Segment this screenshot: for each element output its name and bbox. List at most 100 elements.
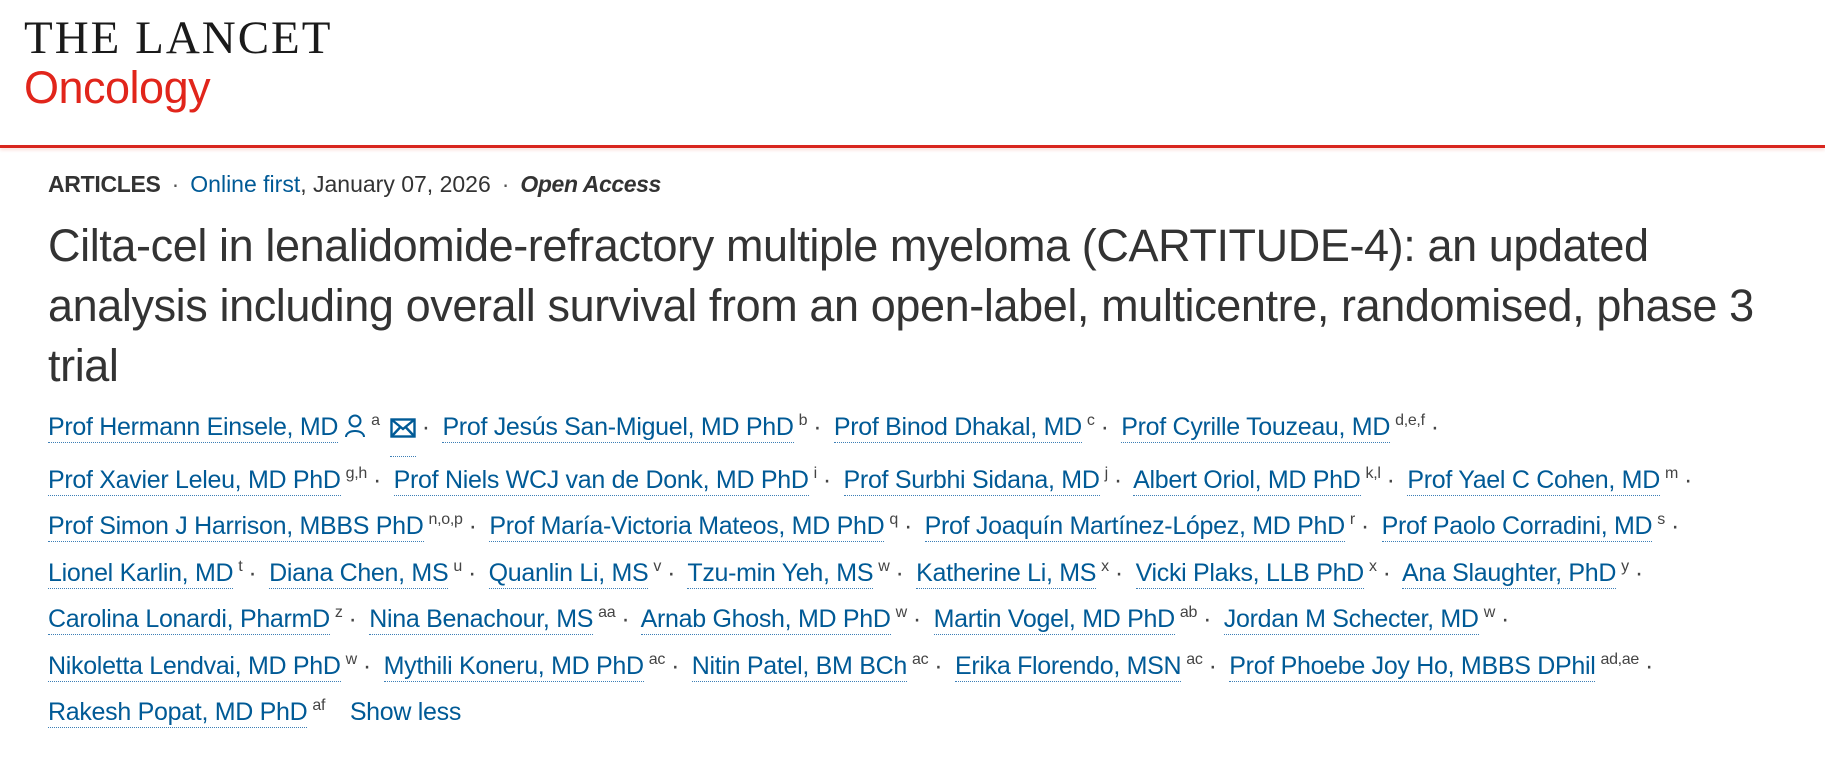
- affiliation-marker[interactable]: x: [1101, 557, 1109, 575]
- author-separator: ·: [348, 605, 357, 633]
- author-name-link[interactable]: Prof Surbhi Sidana, MD: [843, 465, 1100, 496]
- affiliation-marker[interactable]: w: [878, 557, 890, 575]
- affiliation-marker[interactable]: d,e,f: [1395, 412, 1425, 429]
- affiliation-marker[interactable]: ac: [1186, 650, 1203, 668]
- author-name-link[interactable]: Lionel Karlin, MD: [48, 558, 234, 589]
- affiliation-marker[interactable]: r: [1349, 511, 1355, 528]
- article-meta: ARTICLES·Online first, January 07, 2026·…: [48, 166, 1788, 202]
- site-header: THE LANCET Oncology: [0, 0, 1825, 146]
- author-name-link[interactable]: Diana Chen, MS: [269, 558, 449, 589]
- affiliation-marker[interactable]: m: [1664, 464, 1678, 482]
- author-separator: ·: [671, 651, 680, 680]
- author-name-link[interactable]: Mythili Koneru, MD PhD: [383, 651, 644, 682]
- affiliation-marker[interactable]: w: [895, 604, 908, 621]
- affiliation-marker[interactable]: k,l: [1365, 464, 1381, 482]
- journal-logo[interactable]: THE LANCET: [24, 12, 333, 64]
- author-separator: ·: [822, 465, 831, 494]
- author-name-link[interactable]: Vicki Plaks, LLB PhD: [1135, 558, 1364, 589]
- author-name-link[interactable]: Prof María-Victoria Mateos, MD PhD: [489, 512, 885, 542]
- author-name-link[interactable]: Nitin Patel, BM BCh: [691, 651, 907, 682]
- author-name-link[interactable]: Tzu-min Yeh, MS: [687, 558, 874, 589]
- author-name-link[interactable]: Katherine Li, MS: [916, 558, 1097, 589]
- author-separator: ·: [372, 465, 381, 494]
- author-name-link[interactable]: Prof Hermann Einsele, MD: [48, 413, 339, 443]
- author-name-link[interactable]: Prof Yael C Cohen, MD: [1407, 465, 1660, 496]
- author-name-link[interactable]: Prof Paolo Corradini, MD: [1381, 512, 1653, 542]
- author-name-link[interactable]: Prof Binod Dhakal, MD: [833, 413, 1082, 443]
- affiliation-marker[interactable]: ac: [648, 650, 666, 668]
- journal-sublogo[interactable]: Oncology: [24, 62, 211, 113]
- affiliation-marker[interactable]: q: [889, 511, 898, 528]
- author-name-link[interactable]: Prof Joaquín Martínez-López, MD PhD: [924, 512, 1345, 542]
- affiliation-marker[interactable]: v: [653, 557, 662, 575]
- affiliation-marker[interactable]: s: [1657, 511, 1665, 528]
- affiliation-marker[interactable]: ab: [1179, 604, 1198, 621]
- author-separator: ·: [421, 413, 430, 441]
- author-name-link[interactable]: Prof Simon J Harrison, MBBS PhD: [48, 512, 424, 542]
- author-name-link[interactable]: Erika Florendo, MSN: [954, 651, 1182, 682]
- affiliation-marker[interactable]: i: [813, 464, 818, 482]
- author-separator: ·: [468, 512, 477, 540]
- meta-separator: ·: [171, 171, 180, 197]
- author-name-link[interactable]: Prof Xavier Leleu, MD PhD: [48, 465, 341, 496]
- affiliation-marker[interactable]: y: [1621, 557, 1629, 575]
- author-separator: ·: [1634, 558, 1643, 587]
- author-name-link[interactable]: Rakesh Popat, MD PhD: [48, 698, 308, 728]
- author-name-link[interactable]: Albert Oriol, MD PhD: [1133, 465, 1361, 496]
- author-name-link[interactable]: Prof Cyrille Touzeau, MD: [1121, 413, 1391, 443]
- author-separator: ·: [1100, 413, 1109, 441]
- article-title: Cilta-cel in lenalidomide-refractory mul…: [48, 220, 1754, 391]
- author-name-link[interactable]: Ana Slaughter, PhD: [1401, 558, 1617, 589]
- affiliation-marker[interactable]: af: [312, 697, 326, 714]
- author-name-link[interactable]: Prof Phoebe Joy Ho, MBBS DPhil: [1229, 651, 1596, 682]
- affiliation-marker[interactable]: w: [345, 650, 358, 668]
- author-name-link[interactable]: Prof Niels WCJ van de Donk, MD PhD: [393, 465, 809, 496]
- affiliation-marker[interactable]: n,o,p: [428, 511, 463, 528]
- author-name-link[interactable]: Prof Jesús San-Miguel, MD PhD: [442, 413, 794, 443]
- affiliation-marker[interactable]: a: [371, 412, 380, 429]
- affiliation-marker[interactable]: j: [1104, 464, 1109, 482]
- author-separator: ·: [1203, 605, 1212, 633]
- affiliation-marker[interactable]: ad,ae: [1600, 650, 1640, 668]
- author-name-link[interactable]: Nina Benachour, MS: [369, 605, 594, 635]
- author-name-link[interactable]: Carolina Lonardi, PharmD: [48, 605, 330, 635]
- affiliation-marker[interactable]: b: [798, 412, 808, 429]
- author-name-link[interactable]: Arnab Ghosh, MD PhD: [640, 605, 891, 635]
- affiliation-marker[interactable]: c: [1086, 412, 1095, 429]
- author-separator: ·: [1671, 512, 1680, 540]
- author-separator: ·: [1382, 558, 1391, 587]
- author-name-link[interactable]: Jordan M Schecter, MD: [1223, 605, 1479, 635]
- affiliation-marker[interactable]: g,h: [345, 464, 368, 482]
- show-less-button[interactable]: Show less: [349, 698, 462, 726]
- affiliation-marker[interactable]: z: [334, 604, 343, 621]
- affiliation-marker[interactable]: ac: [911, 650, 929, 668]
- author-name-link[interactable]: Nikoletta Lendvai, MD PhD: [48, 651, 341, 682]
- author-name-link[interactable]: Martin Vogel, MD PhD: [933, 605, 1175, 635]
- affiliation-marker[interactable]: t: [238, 557, 243, 575]
- author-name-link[interactable]: Quanlin Li, MS: [488, 558, 649, 589]
- article-type: ARTICLES: [48, 171, 161, 197]
- affiliation-marker[interactable]: w: [1483, 604, 1496, 621]
- affiliation-marker[interactable]: aa: [598, 604, 616, 621]
- affiliation-marker[interactable]: u: [453, 557, 462, 575]
- author-separator: ·: [1113, 465, 1122, 494]
- online-first-link[interactable]: Online first: [190, 171, 301, 197]
- mail-icon[interactable]: [389, 407, 416, 457]
- affiliation-marker[interactable]: x: [1368, 557, 1377, 575]
